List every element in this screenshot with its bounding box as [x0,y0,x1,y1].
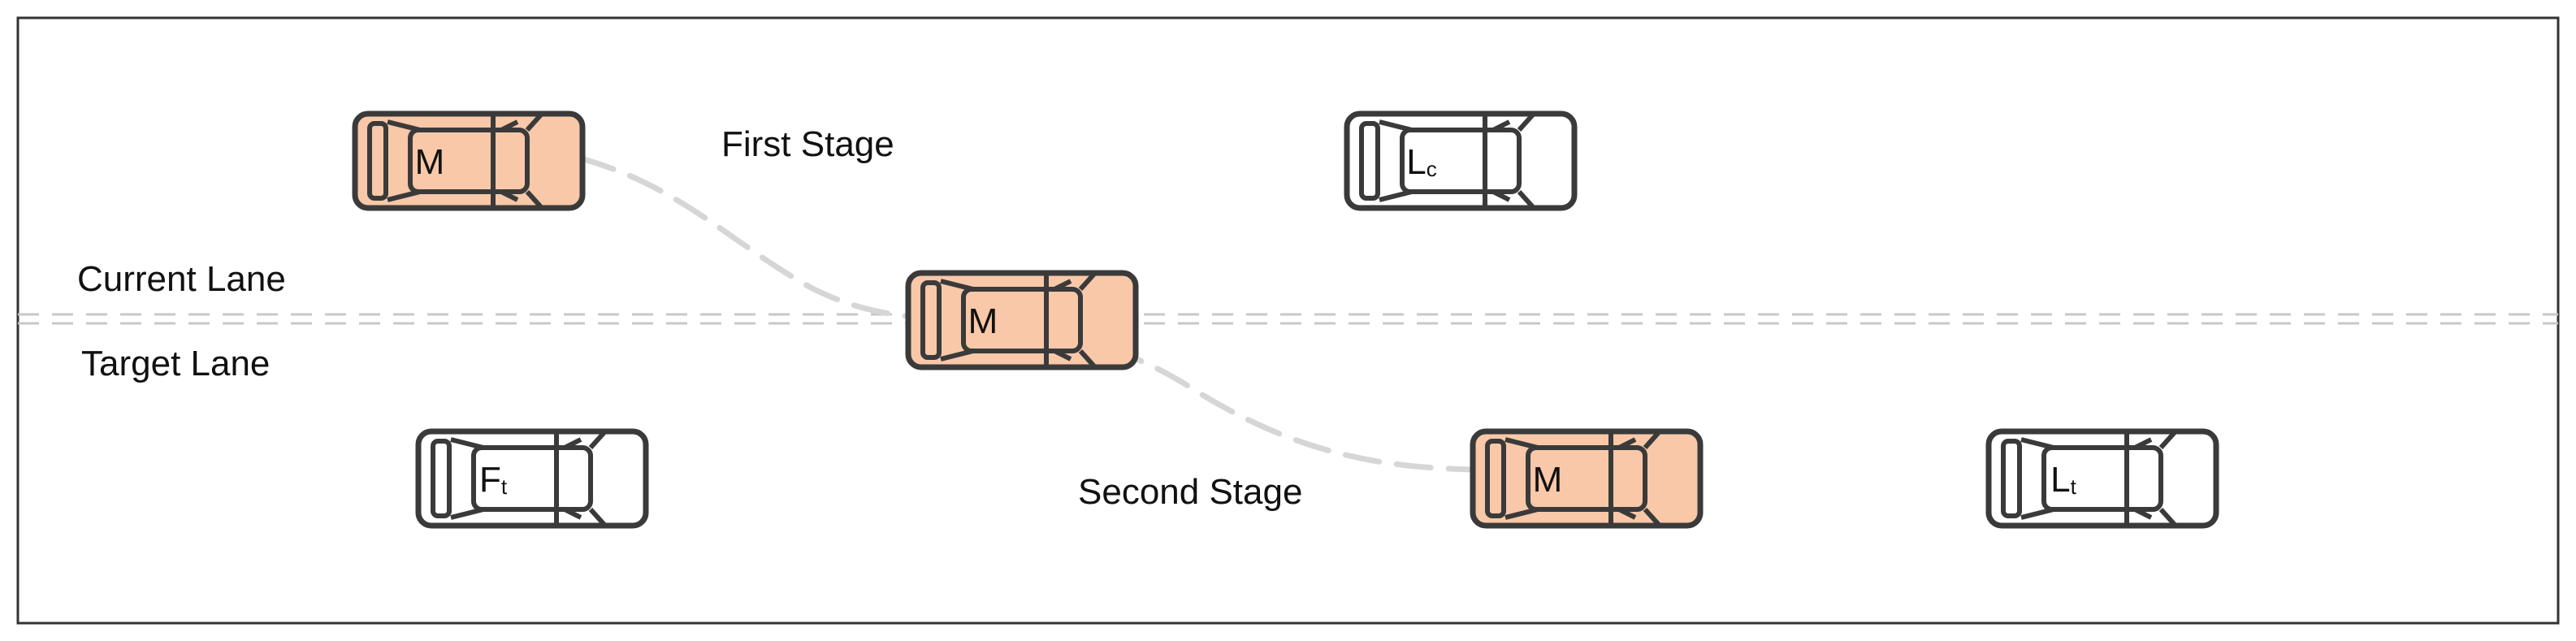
vehicle-ft: Ft [418,431,646,526]
lane-divider [18,313,2558,325]
svg-text:Lc: Lc [1406,142,1436,182]
svg-text:Ft: Ft [479,460,508,500]
first-stage-label: First Stage [721,124,894,164]
svg-text:M: M [415,142,445,182]
ego-vehicle-mid: M [908,273,1136,367]
svg-text:M: M [1533,460,1563,500]
ego-vehicle-end: M [1473,431,1700,526]
ego-vehicle-start: M [355,114,582,208]
second-stage-label: Second Stage [1078,472,1302,512]
svg-text:M: M [968,301,998,341]
diagram-frame [16,16,2560,625]
svg-text:Lt: Lt [2050,460,2076,500]
vehicle-lc: Lc [1347,114,1574,208]
target-lane-label: Target Lane [81,344,270,383]
current-lane-label: Current Lane [77,259,286,299]
vehicle-lt: Lt [1989,431,2216,526]
